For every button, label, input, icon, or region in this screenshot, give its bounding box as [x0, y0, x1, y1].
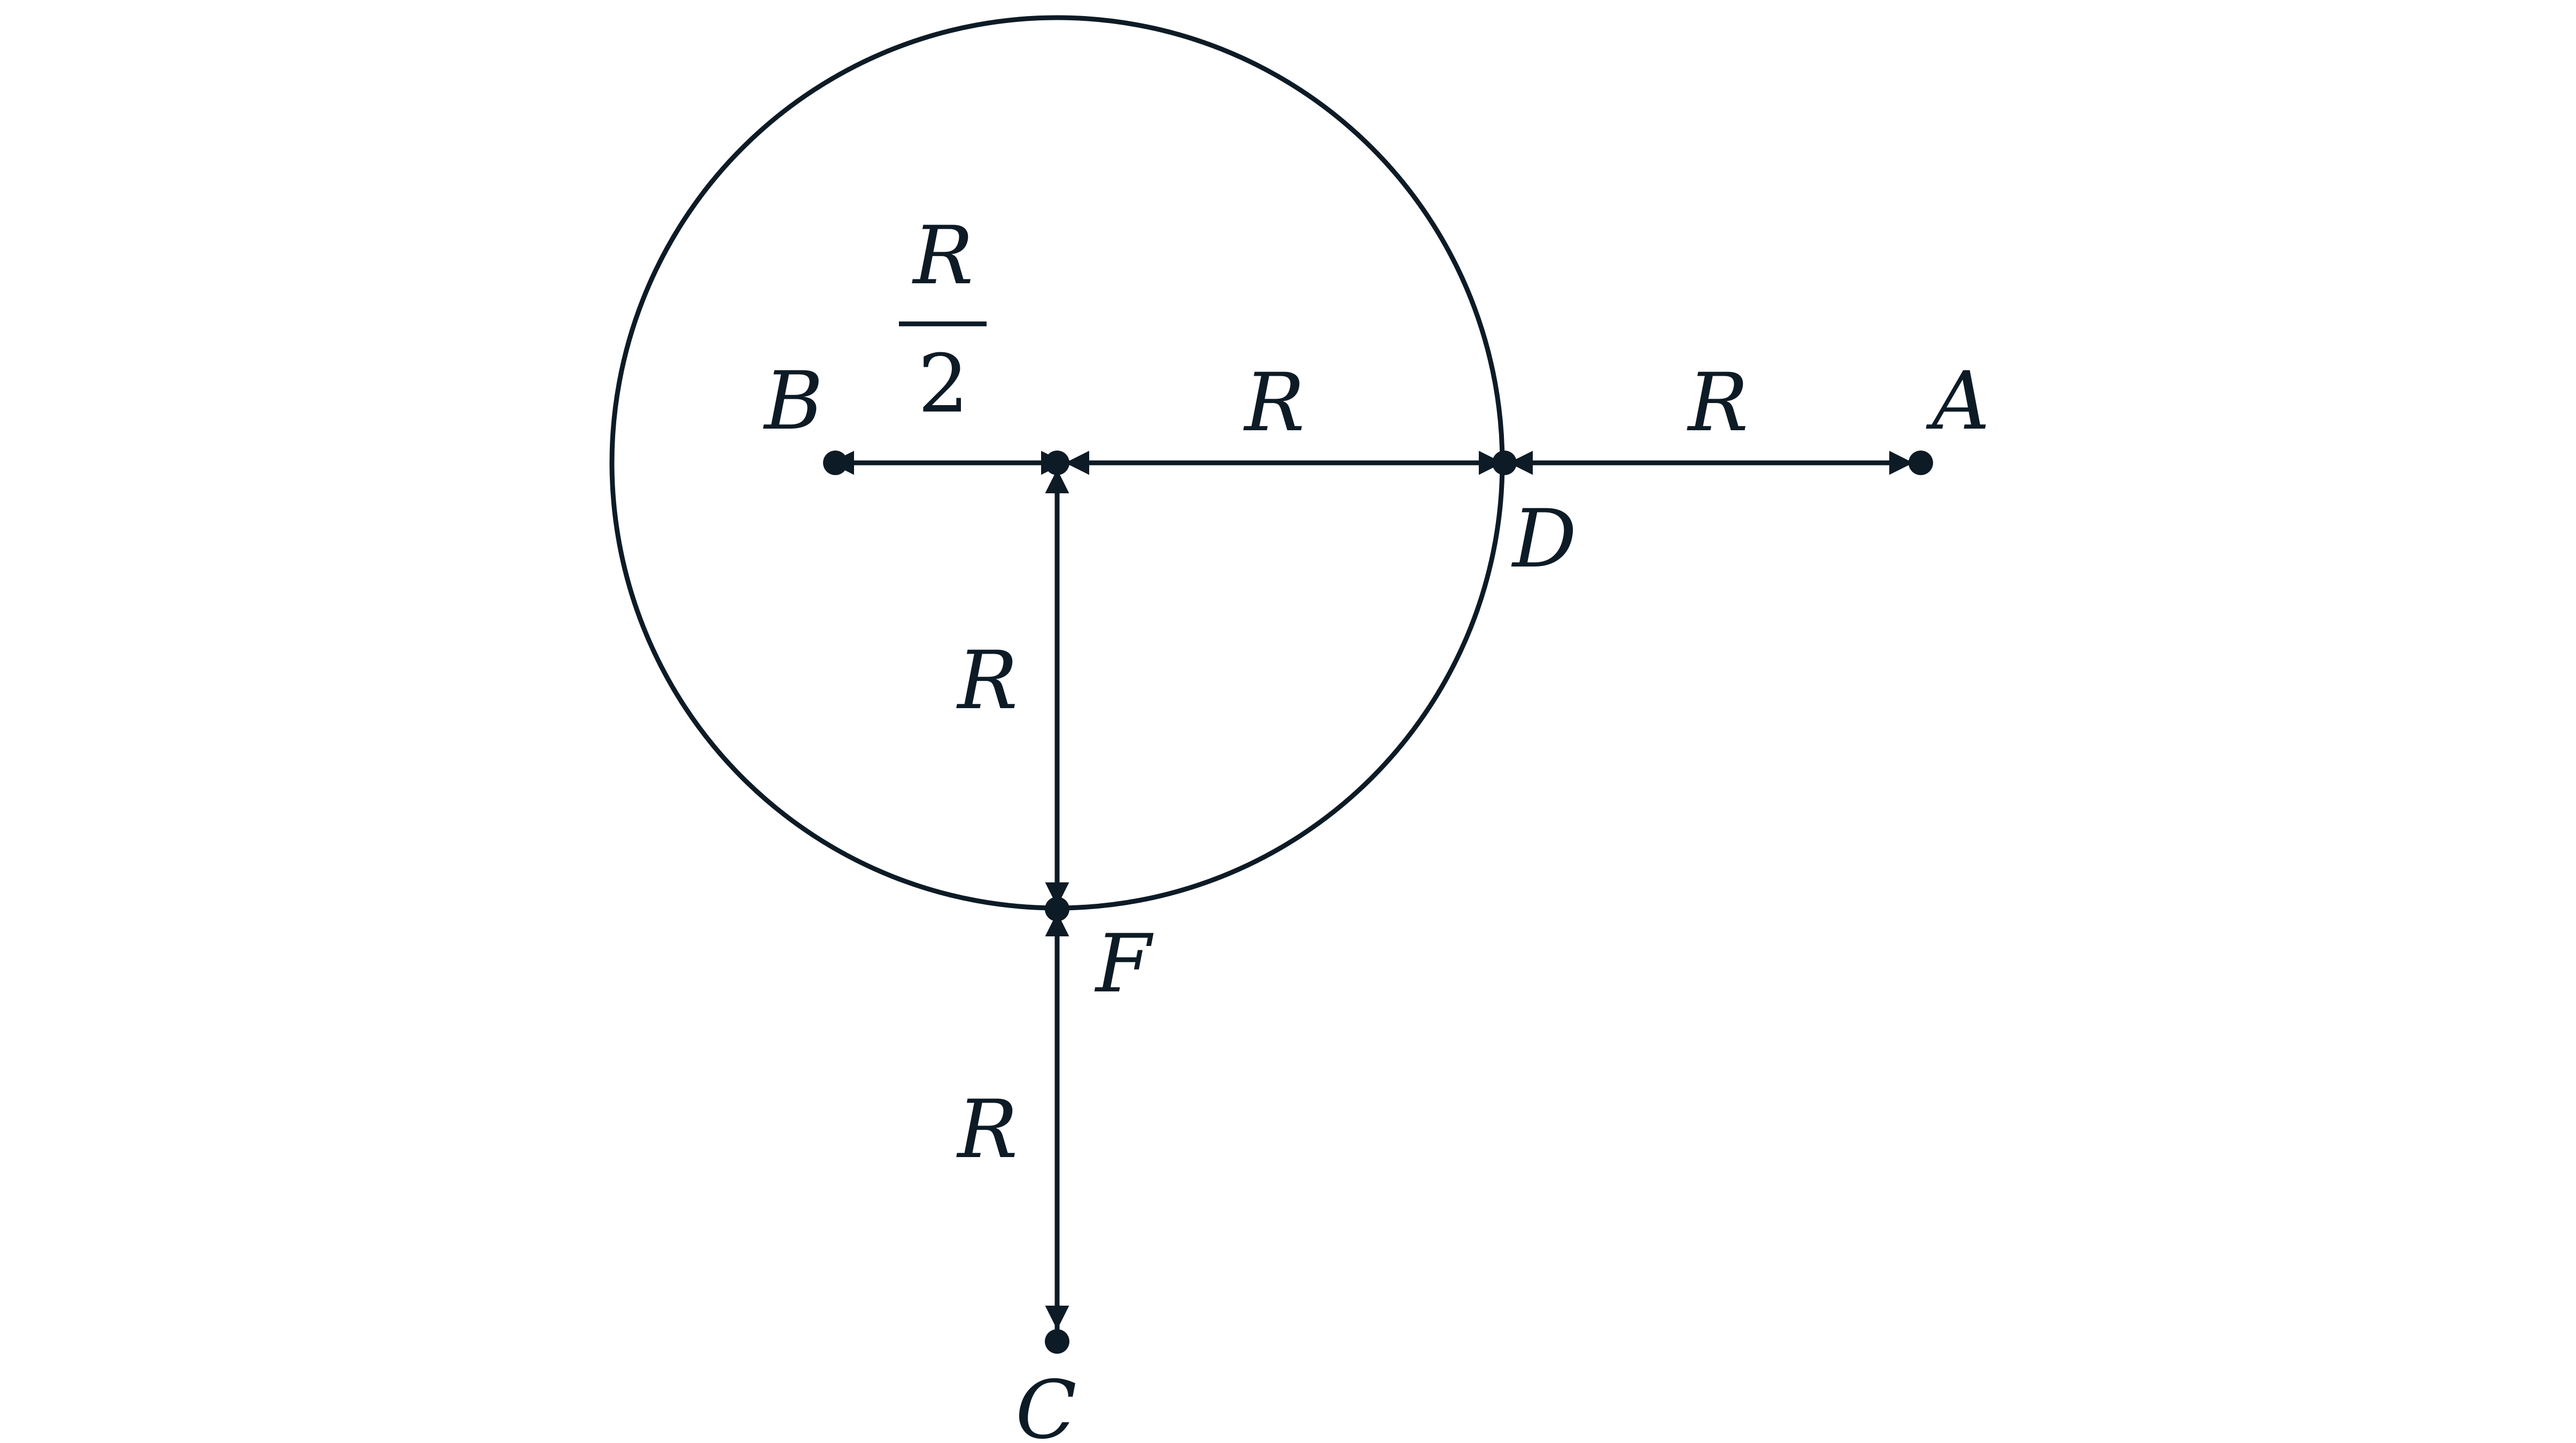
point-B — [823, 451, 848, 475]
label-D: D — [1511, 493, 1577, 586]
fraction-denominator: 2 — [918, 338, 968, 431]
label-A: A — [1926, 355, 1990, 448]
point-A — [1908, 451, 1933, 475]
fraction-label-center-to-B: R 2 — [899, 210, 987, 431]
label-C: C — [1015, 1364, 1077, 1443]
label-F-to-C: R — [956, 1083, 1018, 1176]
label-center-to-D: R — [1243, 356, 1305, 449]
point-C — [1045, 1329, 1069, 1354]
label-B: B — [763, 355, 823, 448]
fraction-numerator: R — [912, 210, 974, 302]
point-center — [1045, 451, 1069, 475]
point-F — [1045, 897, 1069, 921]
label-D-to-A: R — [1687, 356, 1749, 449]
label-center-to-F: R — [956, 634, 1018, 727]
point-D — [1492, 451, 1517, 475]
label-F: F — [1094, 918, 1154, 1011]
